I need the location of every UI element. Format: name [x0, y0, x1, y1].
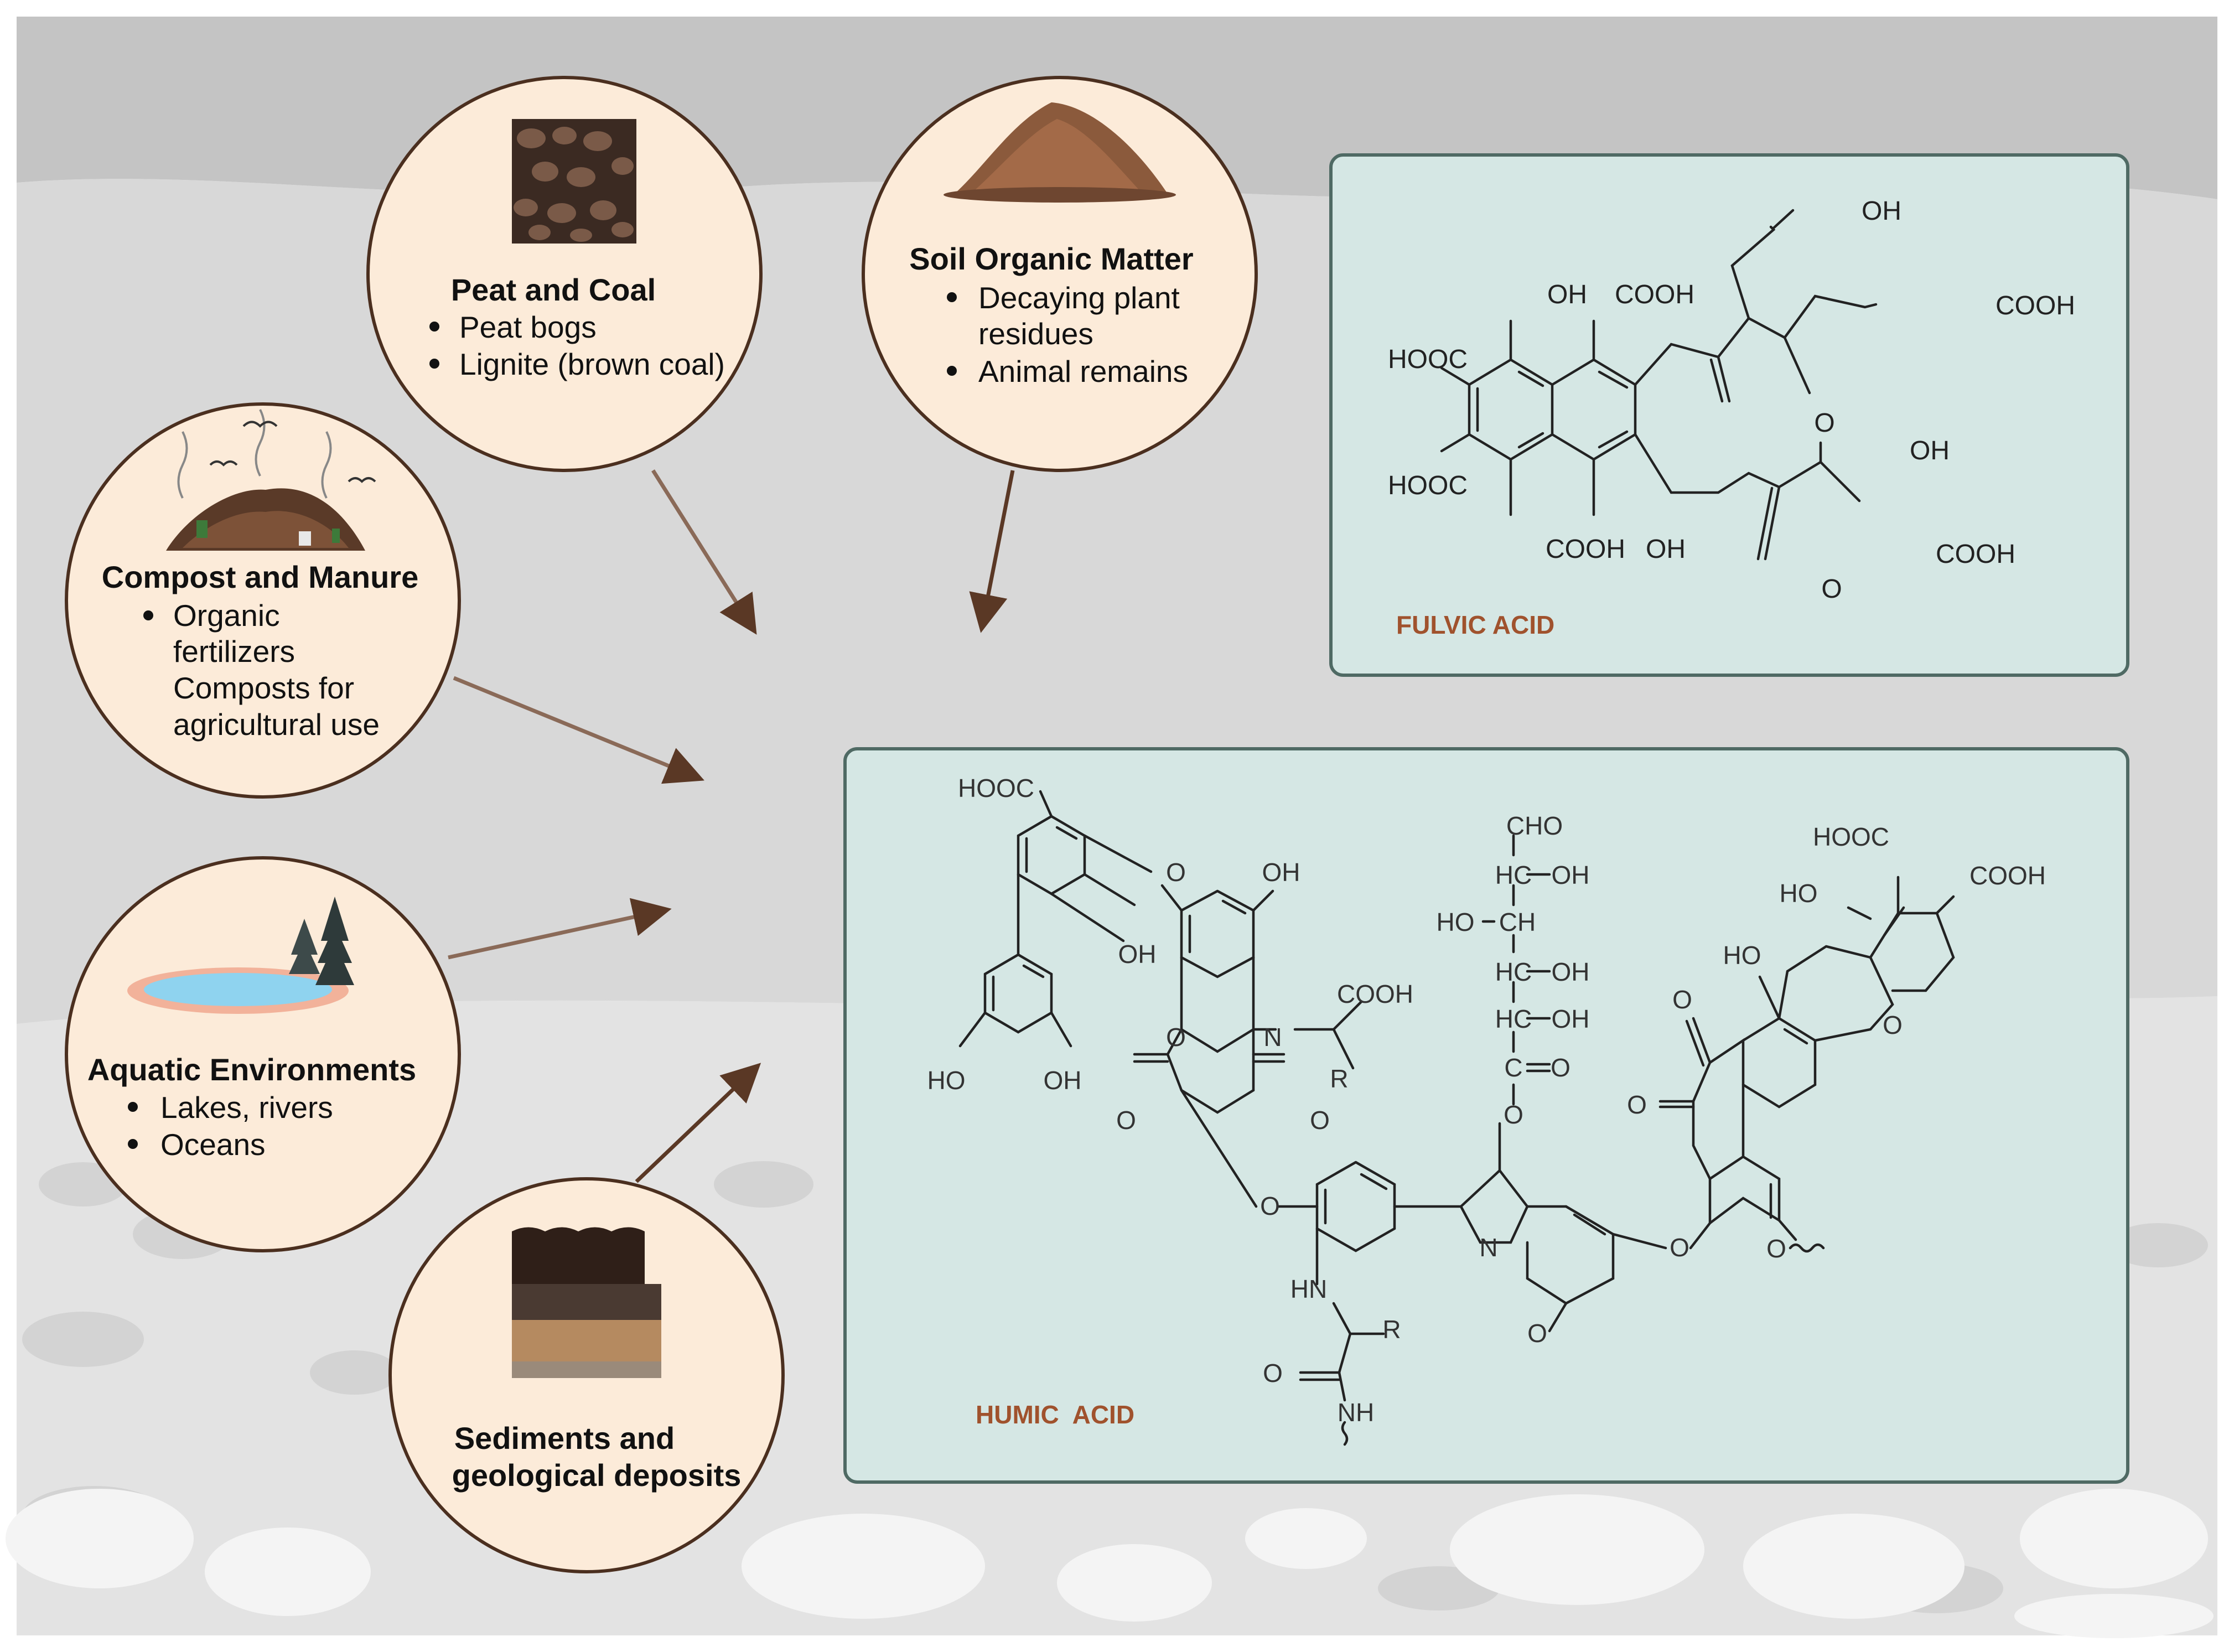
soil-title: Soil Organic Matter: [909, 241, 1193, 276]
arrow-compost: [453, 676, 704, 784]
humic-label-o-fur: O: [1883, 1011, 1903, 1039]
fulvic-label-cooh1: COOH: [1615, 280, 1694, 309]
arrow-sediments: [635, 1063, 761, 1183]
humic-label-o-b: O: [1310, 1106, 1330, 1135]
humic-label-o-q1: O: [1672, 985, 1692, 1014]
humic-label-hc1: HC: [1495, 861, 1532, 889]
humic-label-hc4: HC: [1495, 1004, 1532, 1033]
aquatic-item-2: Oceans: [160, 1127, 266, 1162]
humic-label-cooh-a: COOH: [1337, 980, 1413, 1008]
humic-label-o-tail: O: [1766, 1234, 1786, 1263]
humic-label-ho-c: HO: [927, 1066, 966, 1095]
humic-label-o-link2: O: [1260, 1192, 1280, 1220]
source-sediments: Sediments and geological deposits: [388, 1177, 785, 1573]
fulvic-label-oh2: OH: [1910, 436, 1950, 465]
source-compost-and-manure: Compost and Manure Organic fertilizers C…: [65, 402, 461, 799]
humic-label-n-ind: N: [1479, 1233, 1497, 1262]
humic-label-oh-s1: OH: [1552, 861, 1590, 889]
humic-label-cooh-tr: COOH: [1969, 861, 2046, 890]
aquatic-item-1: Lakes, rivers: [160, 1090, 333, 1125]
soil-item-3: Animal remains: [978, 354, 1188, 389]
fulvic-label-o1: O: [1814, 408, 1834, 438]
humic-label-cho: CHO: [1506, 811, 1563, 840]
source-aquatic-environments: Aquatic Environments Lakes, rivers Ocean…: [65, 856, 461, 1252]
soil-item-1: Decaying plant: [978, 281, 1180, 315]
humic-acid-panel: HOOC O OH OH HO OH O N COOH R O O O HN R…: [843, 747, 2129, 1484]
peat-icon: [512, 119, 636, 244]
compost-pile-icon: [166, 409, 376, 551]
humic-label-r-a: R: [1330, 1064, 1348, 1093]
stones: [6, 1489, 2214, 1638]
fulvic-label-oh-bottom: OH: [1646, 535, 1686, 564]
compost-item-3: Composts for: [173, 671, 354, 705]
fulvic-label-oh-top: OH: [1547, 280, 1587, 309]
humic-label-o-ring: O: [1166, 1023, 1186, 1052]
fulvic-label-oh1: OH: [1862, 196, 1901, 226]
fulvic-label-cooh-bottom: COOH: [1546, 535, 1625, 564]
humic-label-oh-b: OH: [1118, 940, 1157, 969]
humic-label-hc3: HC: [1495, 957, 1532, 986]
source-peat-and-coal: Peat and Coal Peat bogs Lignite (brown c…: [366, 76, 763, 472]
humic-label-o-link1: O: [1166, 858, 1186, 887]
humic-label-hooc-tl: HOOC: [958, 774, 1034, 802]
sediments-title-1: Sediments and: [454, 1421, 675, 1456]
humic-label-oh-d: OH: [1044, 1066, 1082, 1095]
humic-label-ho-mid: HO: [1723, 941, 1761, 970]
soil-item-2: residues: [978, 317, 1093, 351]
arrows: [448, 469, 1015, 1183]
humic-label-oh-s3: OH: [1552, 957, 1590, 986]
humic-label-o-ind: O: [1527, 1319, 1547, 1348]
humic-label-o-q2: O: [1627, 1090, 1647, 1119]
arrow-aquatic: [448, 898, 672, 960]
arrow-soil: [969, 470, 1015, 633]
humic-label-nh: NH: [1338, 1398, 1374, 1427]
fulvic-label-cooh3: COOH: [1936, 540, 2015, 569]
humic-structure: HOOC O OH OH HO OH O N COOH R O O O HN R…: [927, 774, 2046, 1446]
humic-label-o-link3: O: [1504, 1100, 1523, 1129]
fulvic-acid-panel: OH COOH HOOC HOOC COOH OH OH O COOH OH O…: [1329, 153, 2129, 677]
humic-label-ho-tr: HO: [1780, 879, 1818, 908]
sediments-title-2: geological deposits: [452, 1458, 742, 1493]
fulvic-label-hooc1: HOOC: [1388, 345, 1468, 374]
humic-label-o-a: O: [1116, 1106, 1136, 1135]
humic-label-oh-s4: OH: [1552, 1004, 1590, 1033]
peat-item-2: Lignite (brown coal): [459, 347, 725, 381]
lake-icon: [127, 897, 354, 1014]
arrow-peat: [651, 469, 757, 635]
humic-label-c-s5: C: [1504, 1053, 1522, 1082]
humic-label-o-c: O: [1263, 1359, 1283, 1387]
fulvic-acid-label: FULVIC ACID: [1396, 610, 1554, 639]
humic-label-o-link4: O: [1670, 1233, 1689, 1262]
fulvic-label-cooh-right: COOH: [1995, 291, 2075, 320]
humic-label-hn: HN: [1290, 1275, 1327, 1303]
humic-label-hooc-tr: HOOC: [1813, 822, 1889, 851]
humic-label-n-ring: N: [1263, 1023, 1282, 1052]
fulvic-label-hooc2: HOOC: [1388, 471, 1468, 500]
aquatic-title: Aquatic Environments: [87, 1052, 416, 1087]
compost-item-2: fertilizers: [173, 634, 295, 669]
humic-label-ho-s2: HO: [1437, 908, 1475, 936]
humic-label-oh-a: OH: [1262, 858, 1300, 887]
soil-layers-icon: [512, 1227, 661, 1378]
humic-acid-label: HUMIC ACID: [976, 1400, 1134, 1429]
source-soil-organic-matter: Soil Organic Matter Decaying plant resid…: [862, 76, 1258, 472]
humic-label-o-s5: O: [1551, 1053, 1570, 1082]
compost-item-4: agricultural use: [173, 707, 380, 742]
compost-title: Compost and Manure: [102, 560, 418, 594]
peat-item-1: Peat bogs: [459, 310, 597, 344]
peat-title: Peat and Coal: [451, 272, 656, 307]
humic-label-r-b: R: [1382, 1315, 1401, 1344]
soil-pile-icon: [944, 102, 1176, 203]
fulvic-structure: OH COOH HOOC HOOC COOH OH OH O COOH OH O…: [1388, 196, 2075, 604]
humic-label-ch-s2: CH: [1499, 908, 1536, 936]
fulvic-label-o2: O: [1821, 574, 1842, 604]
compost-item-1: Organic: [173, 598, 280, 633]
